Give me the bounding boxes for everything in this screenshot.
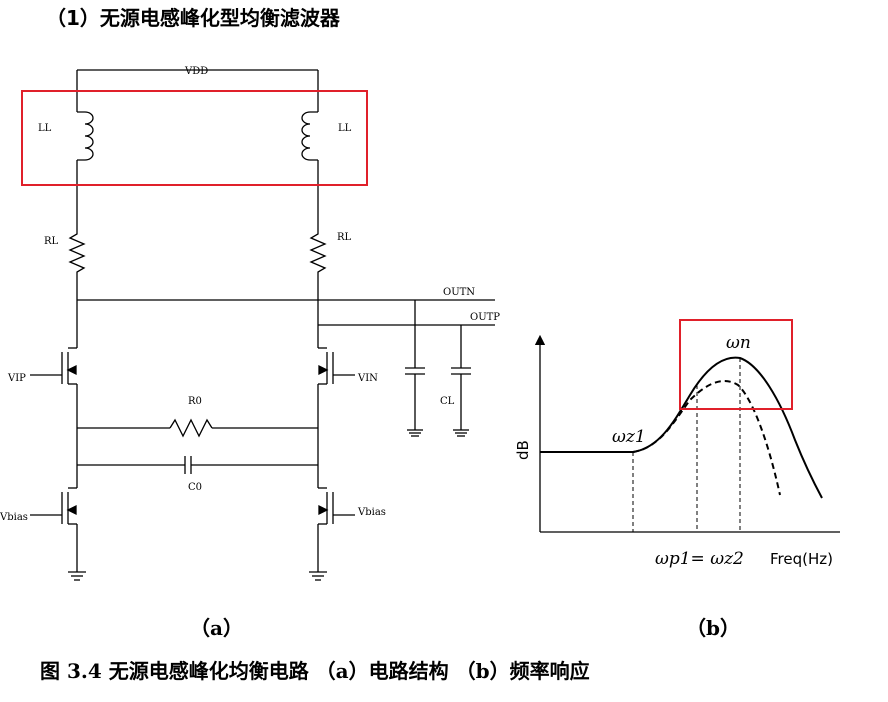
rl-right-label: RL	[337, 232, 352, 243]
rl-left-label: RL	[44, 236, 59, 247]
circuit-diagram	[30, 69, 495, 581]
omega-n-label: ωn	[726, 333, 751, 353]
section-heading: （1）无源电感峰化型均衡滤波器	[46, 6, 340, 30]
subfigure-b-label: （b）	[686, 616, 740, 640]
vip-label: VIP	[7, 373, 26, 384]
y-axis-label: dB	[514, 440, 532, 460]
frequency-response-plot	[534, 334, 840, 533]
vbias-left-label: Vbias	[0, 512, 28, 523]
peak-highlight-box	[679, 319, 793, 410]
vbias-right-label: Vbias	[357, 507, 386, 518]
inductor-right	[301, 111, 318, 161]
c0-label: C0	[188, 482, 202, 493]
outp-label: OUTP	[470, 312, 500, 323]
response-curve-dashed	[632, 380, 781, 496]
inductor-highlight-box	[21, 90, 368, 186]
inductor-left	[77, 111, 94, 161]
resistor-left	[68, 228, 86, 278]
vdd-label: VDD	[184, 66, 208, 77]
omega-z1-label: ωz1	[612, 427, 646, 447]
r0-label: R0	[188, 396, 202, 407]
x-axis-label: Freq(Hz)	[770, 550, 833, 568]
outn-label: OUTN	[443, 287, 475, 298]
ll-right-label: LL	[338, 123, 352, 134]
resistor-r0	[169, 418, 213, 438]
omega-p1-z2-label: ωp1= ωz2	[655, 549, 744, 569]
ll-left-label: LL	[38, 123, 52, 134]
resistor-right	[309, 228, 327, 278]
cl-label: CL	[440, 396, 455, 407]
figure-caption: 图 3.4 无源电感峰化均衡电路 （a）电路结构 （b）频率响应	[40, 659, 590, 683]
subfigure-a-label: （a）	[190, 616, 243, 640]
vin-label: VIN	[357, 373, 378, 384]
